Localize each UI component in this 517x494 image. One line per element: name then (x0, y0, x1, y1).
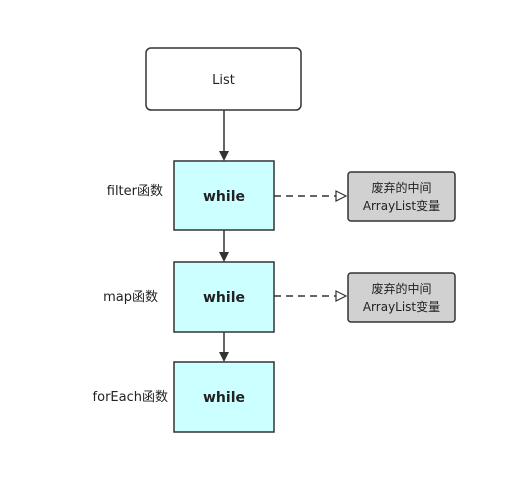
discarded-note-box-filter (347, 171, 456, 222)
function-label-filter: filter函数 (107, 184, 163, 199)
list-node-label: List (212, 73, 235, 88)
function-label-map: map函数 (103, 290, 158, 305)
stage-filter: filter函数 while 废弃的中间 ArrayList变量 (107, 160, 456, 231)
stage-map: map函数 while 废弃的中间 ArrayList变量 (103, 261, 456, 333)
discarded-note-line1-map: 废弃的中间 (371, 281, 431, 296)
discarded-note-box-map (347, 272, 456, 323)
function-label-foreach: forEach函数 (93, 390, 168, 405)
discarded-note-line2-filter: ArrayList变量 (363, 198, 440, 213)
while-label-foreach: while (203, 390, 245, 406)
while-label-map: while (203, 290, 245, 306)
discarded-note-line1-filter: 废弃的中间 (371, 180, 431, 195)
discarded-note-line2-map: ArrayList变量 (363, 299, 440, 314)
list-node: List (145, 47, 302, 111)
while-node-foreach (173, 361, 275, 433)
while-label-filter: while (203, 189, 245, 205)
while-node-filter (173, 160, 275, 231)
stage-foreach: forEach函数 while (93, 361, 275, 433)
while-node-map (173, 261, 275, 333)
